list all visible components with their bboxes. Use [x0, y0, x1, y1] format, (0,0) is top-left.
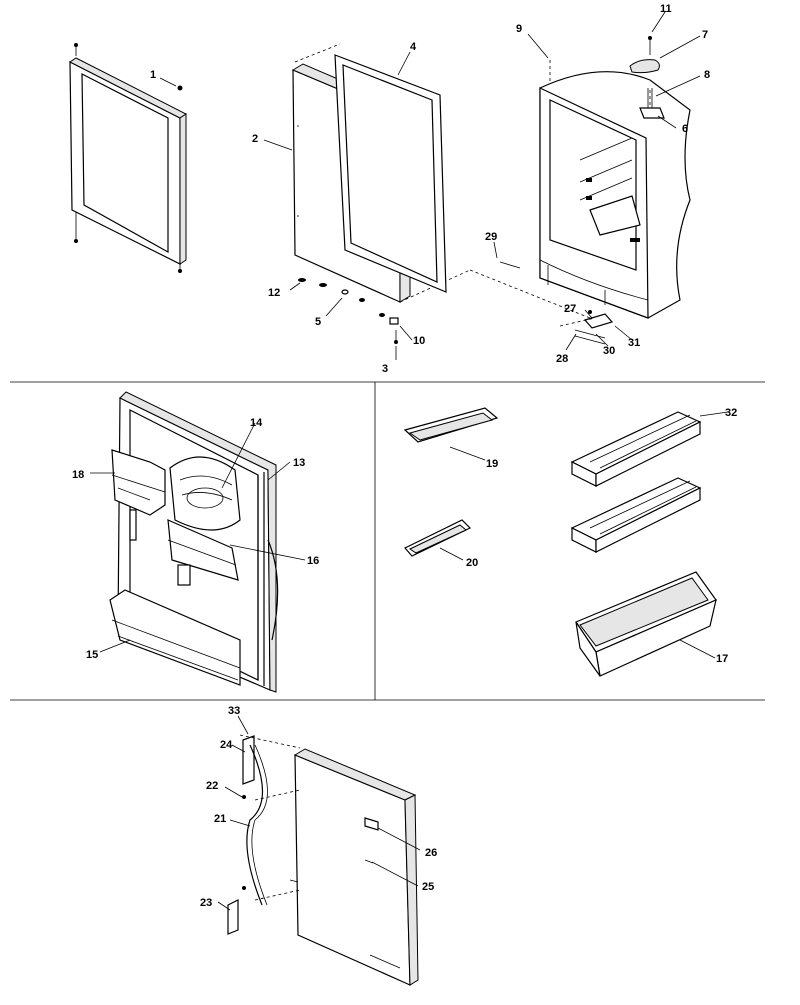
- label-20: 20: [466, 557, 478, 569]
- part-handle-assembly: [227, 734, 301, 935]
- label-2: 2: [252, 133, 258, 145]
- label-11: 11: [660, 3, 672, 15]
- part-shelf-20: [404, 519, 472, 557]
- label-17: 17: [716, 653, 728, 665]
- part-door-gasket: [334, 54, 447, 293]
- label-13: 13: [293, 457, 305, 469]
- label-5: 5: [315, 316, 321, 328]
- label-33: 33: [228, 705, 240, 717]
- label-19: 19: [486, 458, 498, 470]
- label-21: 21: [214, 813, 226, 825]
- part-top-hinge: [629, 36, 665, 119]
- part-bottom-hinge: [469, 261, 614, 345]
- label-6: 6: [682, 123, 688, 135]
- label-7: 7: [702, 29, 708, 41]
- label-18: 18: [72, 469, 84, 481]
- leader-lines: [90, 11, 729, 911]
- label-9: 9: [516, 23, 522, 35]
- part-door-screws: [298, 278, 399, 344]
- label-4: 4: [410, 41, 417, 53]
- part-ice-tray-upper: [570, 411, 702, 487]
- part-number-labels: 1 2 3 4 5 6 7 8 9 10 11 12 13 14 15 16 1…: [72, 3, 737, 909]
- label-15: 15: [86, 649, 98, 661]
- label-1: 1: [150, 69, 156, 81]
- label-29: 29: [485, 231, 497, 243]
- label-28: 28: [556, 353, 568, 365]
- label-30: 30: [603, 345, 615, 357]
- label-24: 24: [220, 739, 233, 751]
- part-bottom-door: [289, 748, 419, 986]
- part-ice-tray-lower: [570, 477, 702, 553]
- label-25: 25: [422, 881, 434, 893]
- label-12: 12: [268, 287, 280, 299]
- label-22: 22: [206, 780, 218, 792]
- label-3: 3: [382, 363, 388, 375]
- part-fridge-door-assembly: [109, 391, 279, 693]
- label-26: 26: [425, 847, 437, 859]
- label-14: 14: [250, 417, 263, 429]
- part-door-frame: [69, 43, 187, 273]
- part-cabinet: [539, 60, 691, 319]
- part-shelf-19: [403, 407, 499, 443]
- label-10: 10: [413, 335, 425, 347]
- label-32: 32: [725, 407, 737, 419]
- label-8: 8: [704, 69, 710, 81]
- label-27: 27: [564, 303, 576, 315]
- label-31: 31: [628, 337, 640, 349]
- label-23: 23: [200, 897, 212, 909]
- label-16: 16: [307, 555, 319, 567]
- part-ice-bin: [575, 571, 717, 677]
